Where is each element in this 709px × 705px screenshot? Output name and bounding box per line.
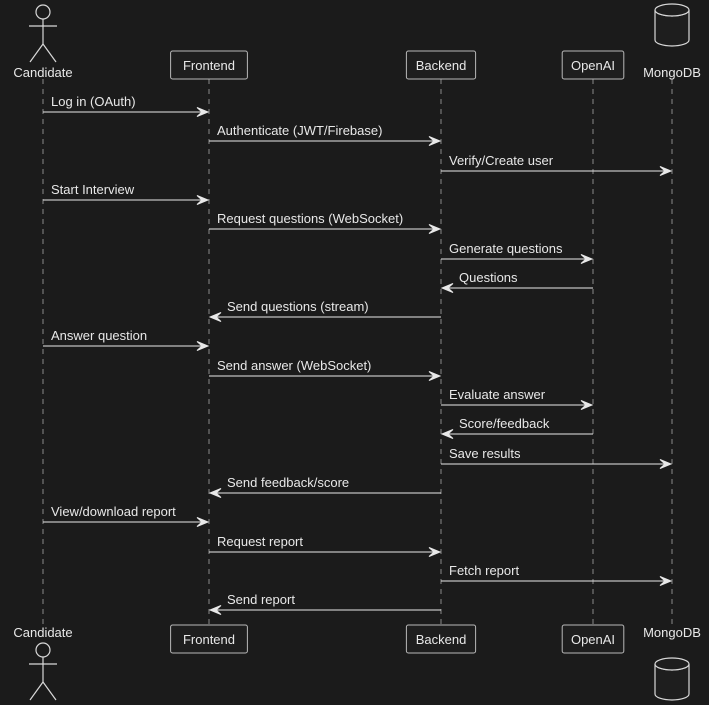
participants-top: Candidate Frontend Backend OpenAI MongoDB: [13, 3, 701, 80]
actor-head-icon: [35, 4, 51, 20]
arrowhead-icon: [196, 195, 210, 205]
message-label: Generate questions: [449, 241, 563, 256]
participants-bottom: Candidate Frontend Backend OpenAI MongoDB: [13, 624, 701, 701]
message-label: Send feedback/score: [227, 475, 349, 490]
message-label: Send answer (WebSocket): [217, 358, 371, 373]
message-label: Request report: [217, 534, 303, 549]
arrowhead-icon: [196, 107, 210, 117]
message-9: Answer question: [43, 328, 210, 351]
database-rim: [654, 9, 690, 17]
arrowhead-icon: [428, 136, 442, 146]
participant-label-top: Frontend: [183, 58, 235, 73]
message-6: Generate questions: [441, 241, 594, 264]
arrowhead-icon: [428, 547, 442, 557]
actor-leg-left: [29, 681, 44, 701]
arrowhead-icon: [196, 517, 210, 527]
participant-label-bottom: Frontend: [183, 632, 235, 647]
message-label: Save results: [449, 446, 521, 461]
message-4: Start Interview: [43, 182, 210, 205]
message-label: Verify/Create user: [449, 153, 554, 168]
arrowhead-icon: [208, 488, 222, 498]
arrowhead-icon: [440, 429, 454, 439]
message-label: Request questions (WebSocket): [217, 211, 403, 226]
actor-leg-right: [42, 43, 57, 63]
message-14: Send feedback/score: [208, 475, 441, 498]
message-label: Evaluate answer: [449, 387, 546, 402]
arrowhead-icon: [208, 312, 222, 322]
message-label: Score/feedback: [459, 416, 550, 431]
message-label: Start Interview: [51, 182, 135, 197]
arrowhead-icon: [659, 576, 673, 586]
message-label: Answer question: [51, 328, 147, 343]
participant-label-top: Backend: [416, 58, 467, 73]
participant-box-bottom: [170, 624, 248, 654]
message-10: Send answer (WebSocket): [209, 358, 442, 381]
arrowhead-icon: [428, 224, 442, 234]
message-11: Evaluate answer: [441, 387, 594, 410]
arrowhead-icon: [440, 283, 454, 293]
message-2: Authenticate (JWT/Firebase): [209, 123, 442, 146]
actor-head-icon: [35, 642, 51, 658]
lifelines-layer: [42, 79, 673, 625]
message-label: Fetch report: [449, 563, 519, 578]
database-icon: [654, 664, 690, 701]
actor-leg-right: [42, 681, 57, 701]
participant-label-top: MongoDB: [643, 65, 701, 80]
arrowhead-icon: [196, 341, 210, 351]
participant-label-bottom: Candidate: [13, 625, 72, 640]
message-label: Send questions (stream): [227, 299, 369, 314]
message-15: View/download report: [43, 504, 210, 527]
arrowhead-icon: [208, 605, 222, 615]
messages-layer: Log in (OAuth) Authenticate (JWT/Firebase…: [43, 94, 673, 615]
database-rim: [654, 663, 690, 671]
message-3: Verify/Create user: [441, 153, 673, 176]
participant-label-top: OpenAI: [571, 58, 615, 73]
message-17: Fetch report: [441, 563, 673, 586]
participant-box-top: [170, 50, 248, 80]
message-label: Log in (OAuth): [51, 94, 136, 109]
arrowhead-icon: [580, 400, 594, 410]
arrowhead-icon: [580, 254, 594, 264]
message-1: Log in (OAuth): [43, 94, 210, 117]
message-12: Score/feedback: [440, 416, 593, 439]
message-18: Send report: [208, 592, 441, 615]
participant-label-top: Candidate: [13, 65, 72, 80]
message-5: Request questions (WebSocket): [209, 211, 442, 234]
message-label: Questions: [459, 270, 518, 285]
message-label: View/download report: [51, 504, 176, 519]
participant-label-bottom: MongoDB: [643, 625, 701, 640]
message-label: Authenticate (JWT/Firebase): [217, 123, 382, 138]
message-16: Request report: [209, 534, 442, 557]
database-icon: [654, 10, 690, 47]
message-8: Send questions (stream): [208, 299, 441, 322]
arrowhead-icon: [659, 459, 673, 469]
participant-box-top: [561, 50, 625, 80]
actor-leg-left: [29, 43, 44, 63]
participant-label-bottom: OpenAI: [571, 632, 615, 647]
participant-box-bottom: [405, 624, 477, 654]
participant-box-bottom: [561, 624, 625, 654]
arrowhead-icon: [659, 166, 673, 176]
message-7: Questions: [440, 270, 593, 293]
participant-label-bottom: Backend: [416, 632, 467, 647]
message-label: Send report: [227, 592, 295, 607]
participant-box-top: [405, 50, 477, 80]
arrowhead-icon: [428, 371, 442, 381]
message-13: Save results: [441, 446, 673, 469]
